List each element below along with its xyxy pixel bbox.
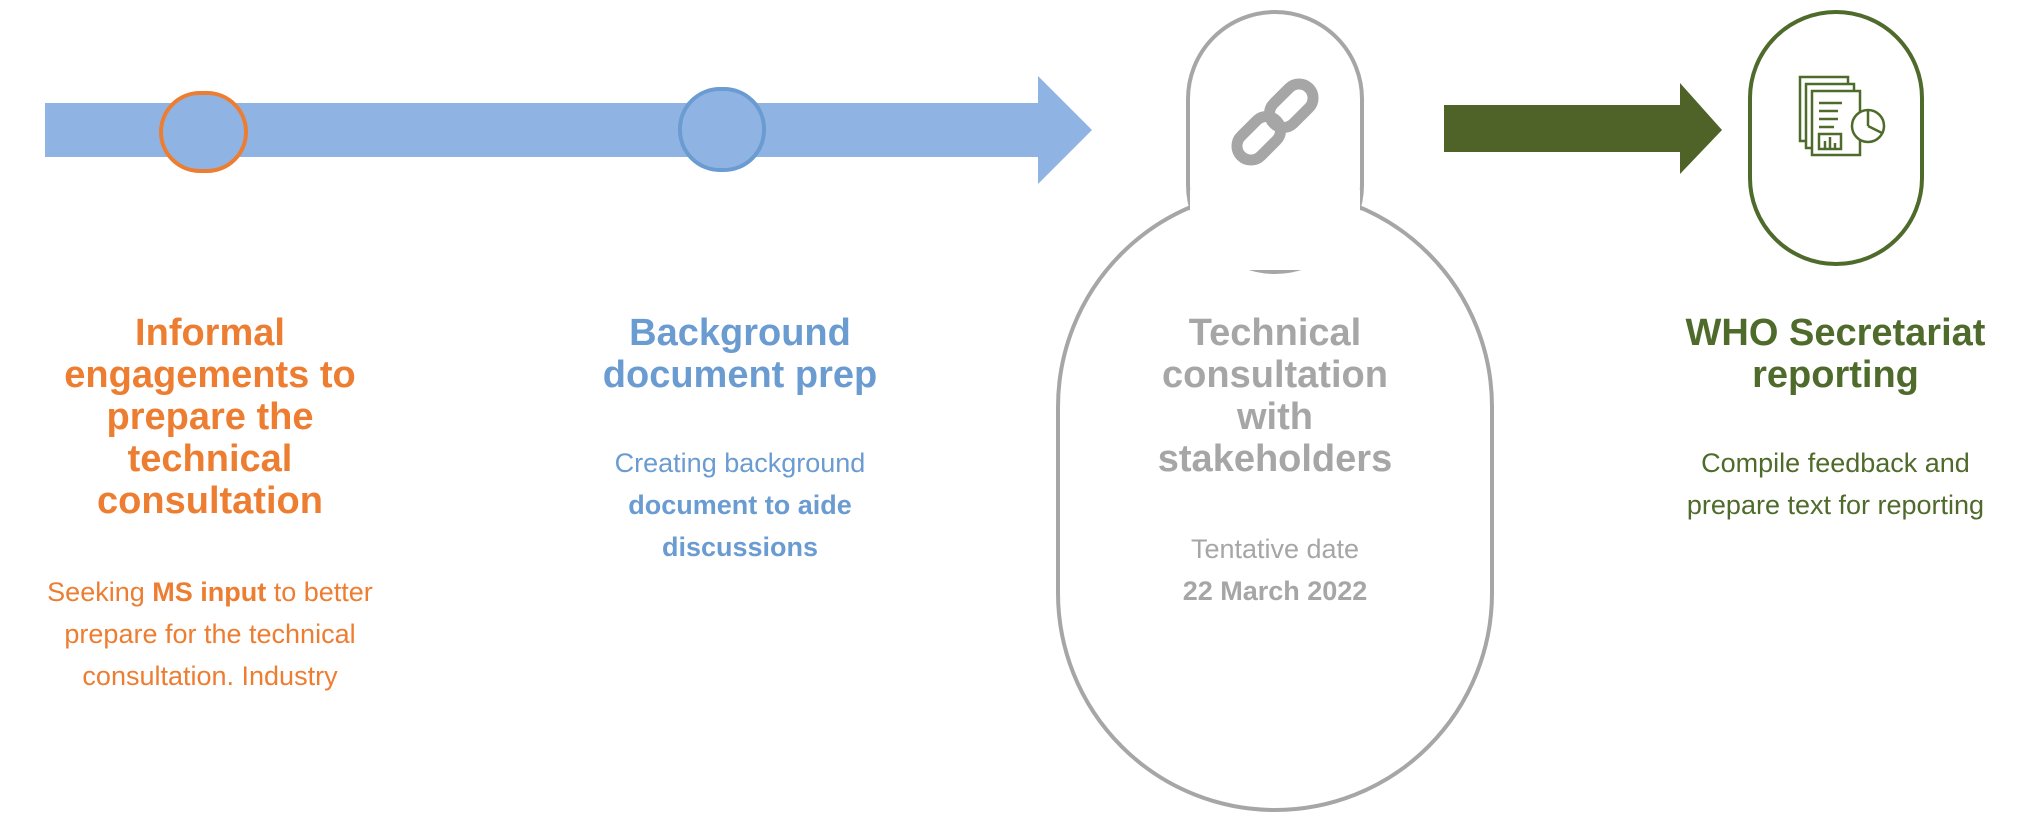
step1-title-line: consultation	[97, 480, 323, 522]
step3-desc-line: 22 March 2022	[1182, 576, 1368, 606]
step1-desc-line: Seeking MS input to better	[0, 571, 420, 613]
timeline-arrow-green	[1444, 83, 1722, 174]
step1-title-line: technical	[127, 438, 293, 480]
step1-desc-line: consultation. Industry	[82, 661, 338, 691]
step4-title-line: reporting	[1752, 354, 1919, 396]
step4-description: Compile feedback and prepare text for re…	[1650, 442, 2021, 526]
step2-title: Background document prep	[560, 312, 920, 396]
step1-description: Seeking MS input to better prepare for t…	[0, 571, 420, 697]
step3-outer-pill	[1056, 188, 1494, 812]
timeline-arrow-blue	[45, 76, 1092, 184]
report-document-chart-icon	[1798, 75, 1886, 157]
step1-title: Informal engagements to prepare the tech…	[30, 312, 390, 522]
step4-title: WHO Secretariat reporting	[1650, 312, 2021, 396]
desc-text: to better	[266, 577, 373, 607]
desc-bold-text: MS input	[152, 577, 267, 607]
step1-desc-line: prepare for the technical	[64, 619, 356, 649]
step3-description: Tentative date 22 March 2022	[1095, 528, 1455, 612]
step2-title-line: document prep	[602, 354, 878, 396]
step3-desc-line: Tentative date	[1190, 534, 1360, 564]
step1-title-line: Informal	[135, 312, 285, 354]
step4-title-line: WHO Secretariat	[1685, 312, 1986, 354]
step3-title-line: consultation	[1162, 354, 1388, 396]
step3-title-line: Technical	[1188, 312, 1362, 354]
overlap-mask	[1190, 190, 1360, 270]
step3-title-line: with	[1237, 396, 1313, 438]
link-icon	[1231, 78, 1319, 166]
step4-desc-line: Compile feedback and	[1701, 448, 1970, 478]
step2-desc-line: discussions	[661, 532, 819, 562]
step3-title-line: stakeholders	[1157, 438, 1393, 480]
step4-desc-line: prepare text for reporting	[1686, 490, 1985, 520]
step1-title-line: prepare the	[106, 396, 314, 438]
step1-marker	[159, 91, 248, 173]
step2-title-line: Background	[629, 312, 851, 354]
step2-marker	[678, 87, 766, 172]
step3-title: Technical consultation with stakeholders	[1095, 312, 1455, 480]
step2-desc-line: document to aide	[628, 490, 852, 520]
step2-desc-line: Creating background	[614, 448, 866, 478]
step2-description: Creating background document to aide dis…	[560, 442, 920, 568]
step1-title-line: engagements to	[64, 354, 356, 396]
desc-text: Seeking	[47, 577, 153, 607]
